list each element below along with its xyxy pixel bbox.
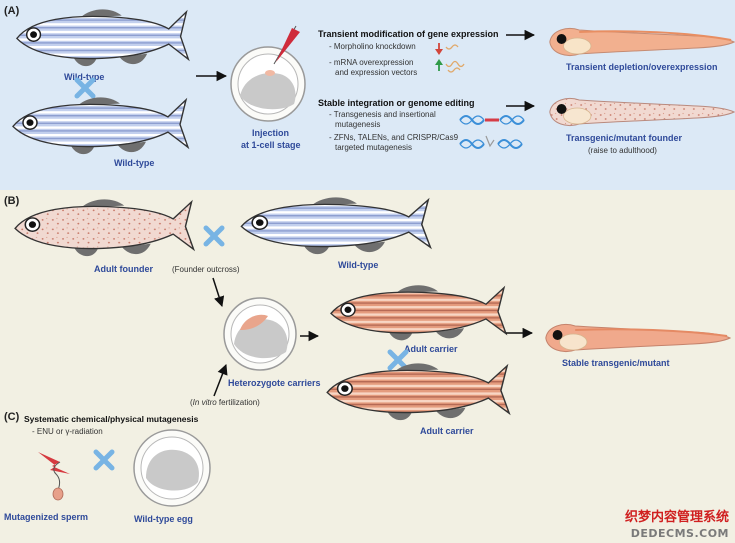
founder-larva [549,98,735,126]
heterozygote-egg [223,297,297,371]
panel-c-item: - ENU or γ-radiation [32,427,103,436]
injection-egg [230,46,306,122]
panel-a-label: (A) [4,5,20,17]
wildtype-label-2: Wild-type [114,158,154,168]
cross-icon-b2 [387,349,409,371]
wildtype-egg-label: Wild-type egg [134,514,193,524]
adult-carrier-label-2: Adult carrier [420,426,474,436]
ivf-rest: fertilization) [217,398,260,407]
watermark-chinese: 织梦内容管理系统 [624,510,729,525]
founder-result-note: (raise to adulthood) [588,146,657,155]
ivf-italic: In vitro [193,398,218,407]
transient-result-label: Transient depletion/overexpression [566,62,718,72]
mutagenized-sperm-label: Mutagenized sperm [4,512,88,522]
wildtype-label-1: Wild-type [64,72,104,82]
ivf-label: (In vitro fertilization) [190,398,260,407]
arrow-outcross-to-carriers [212,277,225,307]
adult-founder-label: Adult founder [94,264,153,274]
ivf-open: ( [190,398,193,407]
transient-item-2: - mRNA overexpression [329,58,413,67]
watermark-url: DEDECMS.COM [630,527,729,540]
transient-item-1: - Morpholino knockdown [329,42,416,51]
panel-c-label: (C) [4,411,20,423]
cross-icon-b [203,225,225,247]
cross-icon [74,77,96,99]
outcross-label: (Founder outcross) [172,265,240,274]
arrow-ivf-to-carriers [213,364,228,397]
wildtype-label-b: Wild-type [338,260,378,270]
transient-title: Transient modification of gene expressio… [318,29,499,39]
stable-result-label: Stable transgenic/mutant [562,358,670,368]
stable-item-4: targeted mutagenesis [335,143,412,152]
founder-result-label: Transgenic/mutant founder [566,133,683,143]
injection-label-2: at 1-cell stage [241,140,301,150]
panel-b-label: (B) [4,195,20,207]
dna-insertion-icon [459,115,525,125]
stable-item-2: mutagenesis [335,120,380,129]
stable-item-1: - Transgenesis and insertional [329,110,436,119]
injection-label-1: Injection [252,128,289,138]
injection-needle-icon [273,25,300,65]
sperm-icon [52,461,64,501]
adult-carrier-label-1: Adult carrier [404,344,458,354]
transient-item-3: and expression vectors [335,68,417,77]
transient-larva [549,28,735,56]
dna-editing-icon [459,135,523,149]
knockdown-arrow-icon [435,43,459,55]
stable-title: Stable integration or genome editing [318,98,475,108]
stable-larva [545,324,731,352]
radiation-bolt-icon [38,452,70,474]
wildtype-egg [133,429,211,507]
overexpression-arrow-icon [435,59,465,73]
heterozygote-label: Heterozygote carriers [228,378,321,388]
cross-icon-c [93,449,115,471]
panel-c-title: Systematic chemical/physical mutagenesis [24,414,199,424]
stable-item-3: - ZFNs, TALENs, and CRISPR/Cas9 [329,133,459,142]
